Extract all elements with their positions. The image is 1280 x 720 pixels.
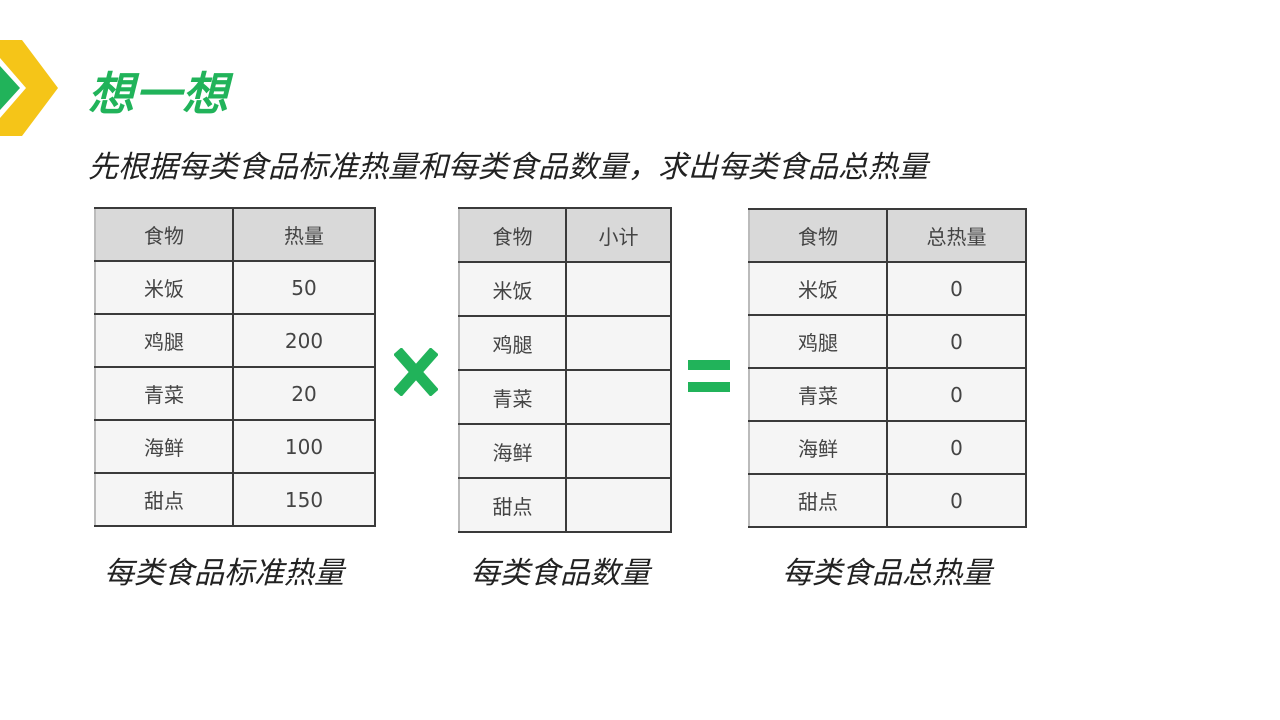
table-row: 鸡腿 200 xyxy=(94,313,376,368)
column-header: 食物 xyxy=(458,207,567,263)
food-name-cell: 米饭 xyxy=(94,260,234,315)
table-row: 青菜 20 xyxy=(94,366,376,421)
table-header-row: 食物 小计 xyxy=(458,207,672,263)
calorie-cell: 20 xyxy=(232,366,376,421)
total-calorie-cell: 0 xyxy=(886,261,1027,316)
table-header-row: 食物 热量 xyxy=(94,207,376,262)
calorie-cell: 100 xyxy=(232,419,376,474)
quantity-cell xyxy=(565,369,672,425)
food-name-cell: 鸡腿 xyxy=(748,314,888,369)
food-name-cell: 青菜 xyxy=(458,369,567,425)
table-row: 海鲜 100 xyxy=(94,419,376,474)
food-name-cell: 青菜 xyxy=(94,366,234,421)
food-name-cell: 海鲜 xyxy=(748,420,888,475)
total-calorie-table: 食物 总热量 米饭 0 鸡腿 0 青菜 0 海鲜 0 甜点 0 xyxy=(748,208,1027,528)
table-row: 甜点 150 xyxy=(94,472,376,527)
column-header: 小计 xyxy=(565,207,672,263)
standard-calorie-table: 食物 热量 米饭 50 鸡腿 200 青菜 20 海鲜 100 甜点 150 xyxy=(94,207,376,527)
food-name-cell: 海鲜 xyxy=(458,423,567,479)
table-header-row: 食物 总热量 xyxy=(748,208,1027,263)
total-calorie-cell: 0 xyxy=(886,314,1027,369)
instruction-text: 先根据每类食品标准热量和每类食品数量，求出每类食品总热量 xyxy=(88,150,928,185)
total-calorie-caption: 每类食品总热量 xyxy=(782,556,992,591)
food-name-cell: 米饭 xyxy=(748,261,888,316)
food-name-cell: 甜点 xyxy=(748,473,888,528)
food-name-cell: 鸡腿 xyxy=(94,313,234,368)
calorie-cell: 50 xyxy=(232,260,376,315)
table-row: 甜点 xyxy=(458,477,672,533)
table-row: 青菜 0 xyxy=(748,367,1027,422)
table-row: 青菜 xyxy=(458,369,672,425)
quantity-cell xyxy=(565,477,672,533)
table-row: 甜点 0 xyxy=(748,473,1027,528)
table-row: 米饭 0 xyxy=(748,261,1027,316)
quantity-cell xyxy=(565,261,672,317)
table-row: 米饭 50 xyxy=(94,260,376,315)
table-row: 米饭 xyxy=(458,261,672,317)
column-header: 食物 xyxy=(748,208,888,263)
calorie-cell: 150 xyxy=(232,472,376,527)
equals-icon xyxy=(688,360,730,392)
column-header: 食物 xyxy=(94,207,234,262)
column-header: 热量 xyxy=(232,207,376,262)
table-row: 海鲜 xyxy=(458,423,672,479)
multiply-icon xyxy=(394,348,438,396)
page-title: 想一想 xyxy=(88,67,229,121)
quantity-cell xyxy=(565,423,672,479)
food-name-cell: 甜点 xyxy=(94,472,234,527)
table-row: 海鲜 0 xyxy=(748,420,1027,475)
total-calorie-cell: 0 xyxy=(886,420,1027,475)
food-name-cell: 米饭 xyxy=(458,261,567,317)
food-quantity-caption: 每类食品数量 xyxy=(470,556,650,591)
calorie-cell: 200 xyxy=(232,313,376,368)
food-name-cell: 鸡腿 xyxy=(458,315,567,371)
column-header: 总热量 xyxy=(886,208,1027,263)
food-name-cell: 海鲜 xyxy=(94,419,234,474)
food-name-cell: 青菜 xyxy=(748,367,888,422)
chevron-arrow-icon xyxy=(0,40,58,136)
standard-calorie-caption: 每类食品标准热量 xyxy=(104,556,344,591)
food-quantity-table: 食物 小计 米饭 鸡腿 青菜 海鲜 甜点 xyxy=(458,207,672,533)
table-row: 鸡腿 0 xyxy=(748,314,1027,369)
food-name-cell: 甜点 xyxy=(458,477,567,533)
quantity-cell xyxy=(565,315,672,371)
total-calorie-cell: 0 xyxy=(886,473,1027,528)
table-row: 鸡腿 xyxy=(458,315,672,371)
total-calorie-cell: 0 xyxy=(886,367,1027,422)
